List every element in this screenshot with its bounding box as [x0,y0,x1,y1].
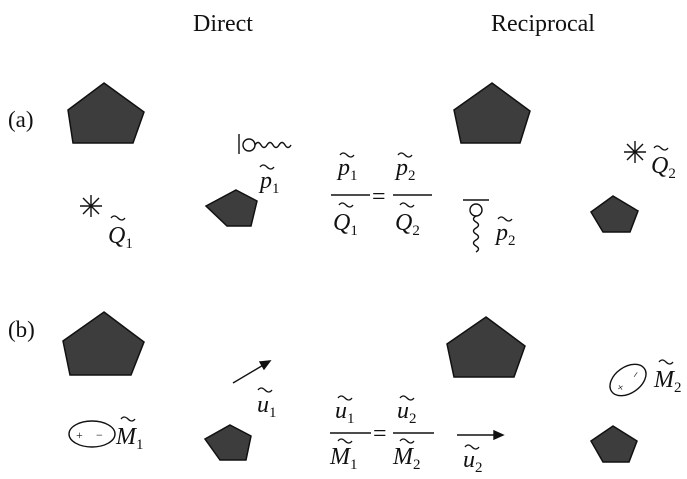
eq-a-num-left: p1 [336,155,358,184]
eq-a-equals: = [372,184,386,210]
reciprocity-equation-a: p1 Q1 = p2 Q2 [331,152,432,239]
moment-dipole-icon-reciprocal: + − [609,363,647,397]
moment-dipole-icon: + − [68,420,116,448]
tilde-p2 [497,216,513,222]
tilde-m1 [120,416,136,422]
scatterer-large-reciprocal-b [446,316,526,378]
eq-b-den-left: M1 [329,444,358,473]
source-asterisk-icon-reciprocal [624,141,646,163]
scatterer-small-reciprocal-a [590,195,639,233]
scatterer-large-direct-b [62,311,145,376]
dipole-plus: + [76,428,83,442]
scatterer-small-direct-a [204,189,258,227]
receiver-microphone-icon [238,134,292,154]
eq-b-num-left: u1 [335,398,355,427]
receiver-microphone-icon-reciprocal [463,199,489,253]
source-asterisk-icon [80,195,102,217]
eq-b-den-right: M2 [392,444,421,473]
eq-b-num-right: u2 [397,398,417,427]
panel-a-label: (a) [8,107,34,132]
label-q2: Q2 [651,153,676,182]
label-q1: Q1 [108,223,133,252]
tilde-q2 [653,145,669,151]
velocity-arrow-icon [232,360,272,384]
reciprocity-equation-b: u1 M1 = u2 M2 [329,395,434,473]
tilde-p1 [259,164,275,170]
label-u2: u2 [463,447,483,476]
scatterer-small-reciprocal-b [590,425,638,463]
scatterer-large-reciprocal-a [453,82,531,144]
label-m2: M2 [653,367,682,396]
label-u1: u1 [257,392,277,421]
label-p2: p2 [494,220,516,249]
label-m1: M1 [115,424,144,453]
dipole-plus-reciprocal: + [614,380,628,395]
scatterer-large-direct-a [67,82,145,144]
eq-a-den-right: Q2 [395,210,420,239]
tilde-q1 [110,215,126,221]
panel-b-label: (b) [8,317,35,342]
tilde-u1 [257,387,273,393]
tilde-u2 [464,444,480,450]
eq-b-equals: = [373,421,387,447]
scatterer-small-direct-b [203,424,252,461]
dipole-minus: − [96,428,103,442]
eq-a-num-right: p2 [394,155,416,184]
eq-a-den-left: Q1 [333,210,358,239]
label-p1: p1 [258,168,280,197]
tilde-m2 [658,359,674,365]
dipole-minus-reciprocal: − [628,368,643,382]
header-direct: Direct [193,11,253,37]
header-reciprocal: Reciprocal [491,11,595,37]
velocity-arrow-icon-reciprocal [457,429,505,441]
